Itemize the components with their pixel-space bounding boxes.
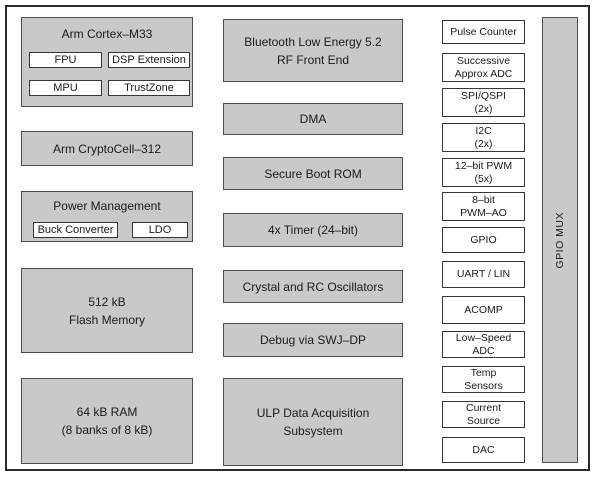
block-fpu: FPU	[29, 52, 102, 68]
block-ulp-line2: Subsystem	[283, 424, 343, 438]
block-i2c-line2: (2x)	[474, 137, 493, 150]
block-pulse-counter: Pulse Counter	[442, 20, 525, 44]
block-ldo-label: LDO	[148, 224, 172, 236]
block-ble-line1: Bluetooth Low Energy 5.2	[244, 34, 382, 49]
block-timer-label: 4x Timer (24–bit)	[267, 223, 359, 237]
block-temp-sensors-line2: Sensors	[464, 379, 503, 392]
block-low-speed-adc-line1: Low–Speed	[455, 331, 512, 344]
block-ulp-line1: ULP Data Acquisition	[256, 406, 370, 420]
block-gpio: GPIO	[442, 227, 525, 253]
block-ulp-data-acquisition: ULP Data Acquisition Subsystem	[223, 378, 403, 466]
block-flash-memory: 512 kB Flash Memory	[21, 268, 193, 353]
block-power-management-label: Power Management	[53, 199, 161, 213]
block-uart-lin: UART / LIN	[442, 261, 525, 288]
block-acomp-label: ACOMP	[464, 303, 503, 316]
block-ram-line1: 64 kB RAM	[76, 405, 138, 419]
block-arm-cortex-m33: Arm Cortex–M33 FPU DSP Extension MPU Tru…	[21, 17, 193, 107]
block-power-management: Power Management Buck Converter LDO	[21, 191, 193, 242]
block-arm-cryptocell: Arm CryptoCell–312	[21, 131, 193, 166]
block-temp-sensors-line1: Temp	[470, 366, 497, 379]
block-debug-swj-dp: Debug via SWJ–DP	[223, 323, 403, 357]
block-fpu-label: FPU	[54, 54, 77, 66]
block-gpio-mux: GPIO MUX	[542, 17, 578, 463]
block-8bit-pwm-ao-line1: 8–bit	[472, 193, 495, 206]
block-12bit-pwm-line2: (5x)	[474, 172, 493, 185]
block-oscillators: Crystal and RC Oscillators	[223, 270, 403, 303]
block-i2c: I2C (2x)	[442, 123, 525, 152]
block-dma-label: DMA	[299, 112, 327, 126]
block-buck-converter-label: Buck Converter	[37, 224, 114, 236]
block-acomp: ACOMP	[442, 296, 525, 324]
block-dma: DMA	[223, 103, 403, 135]
block-flash-memory-line1: 512 kB	[88, 294, 126, 309]
block-dsp-extension: DSP Extension	[108, 52, 190, 68]
block-spi-qspi-line1: SPI/QSPI	[461, 89, 506, 102]
block-low-speed-adc: Low–Speed ADC	[442, 331, 525, 358]
block-dac: DAC	[442, 437, 525, 463]
block-gpio-mux-label: GPIO MUX	[554, 211, 566, 269]
block-dac-label: DAC	[472, 443, 495, 456]
block-ldo: LDO	[132, 222, 188, 238]
block-sar-adc: Successive Approx ADC	[442, 53, 525, 82]
block-timer: 4x Timer (24–bit)	[223, 213, 403, 247]
block-debug-swj-dp-label: Debug via SWJ–DP	[259, 333, 367, 347]
block-mpu: MPU	[29, 80, 102, 96]
block-ram-line2: (8 banks of 8 kB)	[61, 423, 153, 437]
block-uart-lin-label: UART / LIN	[456, 268, 511, 280]
block-i2c-line1: I2C	[475, 124, 492, 137]
block-secure-boot-rom: Secure Boot ROM	[223, 157, 403, 190]
block-low-speed-adc-line2: ADC	[472, 344, 495, 357]
block-8bit-pwm-ao: 8–bit PWM–AO	[442, 192, 525, 221]
block-trustzone: TrustZone	[108, 80, 190, 96]
block-secure-boot-rom-label: Secure Boot ROM	[264, 166, 362, 181]
block-current-source: Current Source	[442, 401, 525, 428]
block-arm-cortex-m33-label: Arm Cortex–M33	[61, 27, 153, 41]
block-buck-converter: Buck Converter	[33, 222, 118, 238]
block-current-source-line2: Source	[466, 414, 501, 427]
block-mpu-label: MPU	[53, 82, 78, 94]
block-arm-cryptocell-label: Arm CryptoCell–312	[52, 141, 162, 156]
block-current-source-line1: Current	[465, 401, 501, 414]
block-ble-line2: RF Front End	[276, 52, 350, 67]
block-gpio-label: GPIO	[470, 233, 497, 246]
block-pulse-counter-label: Pulse Counter	[450, 25, 517, 38]
block-flash-memory-line2: Flash Memory	[68, 312, 145, 327]
block-oscillators-label: Crystal and RC Oscillators	[242, 279, 384, 294]
block-12bit-pwm-line1: 12–bit PWM	[454, 159, 513, 172]
block-trustzone-label: TrustZone	[124, 82, 174, 94]
block-8bit-pwm-ao-line2: PWM–AO	[460, 206, 507, 219]
block-dsp-extension-label: DSP Extension	[112, 54, 186, 66]
block-sar-adc-line1: Successive	[456, 54, 511, 67]
block-sar-adc-line2: Approx ADC	[454, 67, 513, 80]
block-temp-sensors: Temp Sensors	[442, 366, 525, 393]
block-spi-qspi: SPI/QSPI (2x)	[442, 88, 525, 117]
block-spi-qspi-line2: (2x)	[474, 102, 493, 115]
block-12bit-pwm: 12–bit PWM (5x)	[442, 158, 525, 187]
block-ble-rf-front-end: Bluetooth Low Energy 5.2 RF Front End	[223, 19, 403, 82]
block-ram: 64 kB RAM (8 banks of 8 kB)	[21, 378, 193, 464]
